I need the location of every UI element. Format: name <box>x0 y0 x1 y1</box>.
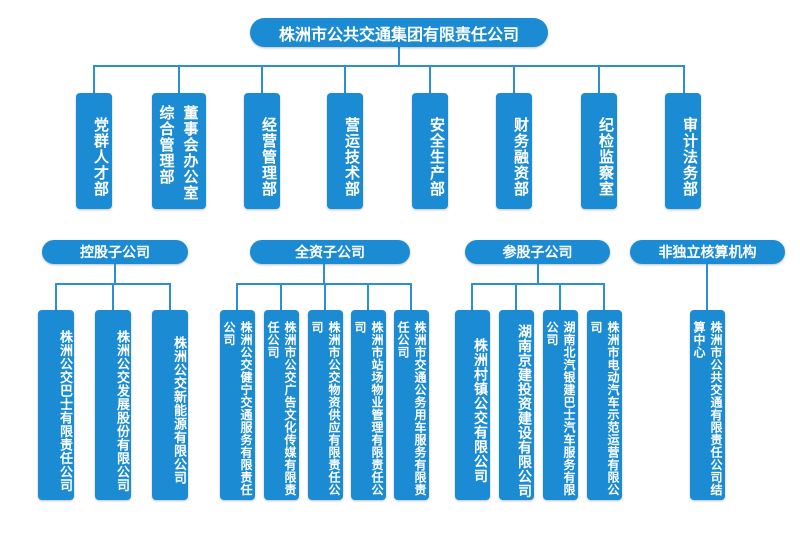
connector <box>683 65 685 93</box>
subsidiary-box: 株洲公交巴士有限责任公司 <box>38 310 74 500</box>
subsidiary-box: 株洲市站场物业管理有限责任公司 <box>351 310 386 500</box>
dept-operations-tech: 营运技术部 <box>327 93 363 209</box>
connector <box>537 264 539 284</box>
company-title: 株洲市公共交通集团有限责任公司 <box>250 18 548 47</box>
subsidiary-box: 株洲公交发展股份有限公司 <box>95 310 131 500</box>
dept-general-management: 综合管理部 <box>157 105 176 185</box>
subsidiary-box: 株洲公交健宁交通服务有限责任公司 <box>220 310 255 500</box>
group-non-independent: 非独立核算机构 <box>630 240 785 264</box>
connector <box>706 264 708 310</box>
connector <box>324 283 326 310</box>
connector <box>559 283 561 310</box>
connector <box>112 283 114 310</box>
connector <box>367 283 369 310</box>
group-wholly-owned: 全资子公司 <box>250 240 410 264</box>
connector <box>471 283 605 285</box>
connector <box>169 283 171 310</box>
connector <box>178 65 180 93</box>
dept-audit-legal: 审计法务部 <box>665 93 701 209</box>
dept-finance: 财务融资部 <box>496 93 532 209</box>
dept-operations-management: 经营管理部 <box>244 93 280 209</box>
subsidiary-box: 株洲市公共交通有限责任公司结算中心 <box>690 310 725 500</box>
dept-board-office: 董事会办公室 <box>181 105 200 201</box>
connector <box>513 65 515 93</box>
connector <box>603 283 605 310</box>
dept-party-talent: 党群人才部 <box>76 93 112 209</box>
group-equity: 参股子公司 <box>465 240 610 264</box>
subsidiary-box: 湖南北汽银建巴士汽车服务有限公司 <box>543 310 578 500</box>
subsidiary-box: 株洲村镇公交有限公司 <box>455 310 490 500</box>
subsidiary-box: 株洲市交通公务用车服务有限责任公司 <box>394 310 429 500</box>
dept-board-office-general: 综合管理部 董事会办公室 <box>152 93 206 209</box>
connector <box>114 264 116 284</box>
connector <box>344 65 346 93</box>
connector <box>236 283 238 310</box>
connector <box>280 283 282 310</box>
dept-safety: 安全生产部 <box>412 93 448 209</box>
connector <box>398 46 400 66</box>
subsidiary-box: 湖南京建投资建设有限公司 <box>499 310 534 500</box>
connector <box>598 65 600 93</box>
subsidiary-box: 株洲市公交物资供应有限责任公司 <box>308 310 343 500</box>
connector <box>323 264 325 284</box>
dept-discipline: 纪检监察室 <box>581 93 617 209</box>
connector <box>429 65 431 93</box>
subsidiary-box: 株洲市电动汽车示范运营有限公司 <box>587 310 622 500</box>
subsidiary-box: 株洲公交新能源有限公司 <box>152 310 188 500</box>
connector <box>93 65 685 67</box>
connector <box>410 283 412 310</box>
connector <box>471 283 473 310</box>
connector <box>515 283 517 310</box>
connector <box>55 283 57 310</box>
group-holding: 控股子公司 <box>42 240 188 264</box>
subsidiary-box: 株洲市公交广告文化传媒有限责任公司 <box>264 310 299 500</box>
connector <box>93 65 95 93</box>
connector <box>261 65 263 93</box>
